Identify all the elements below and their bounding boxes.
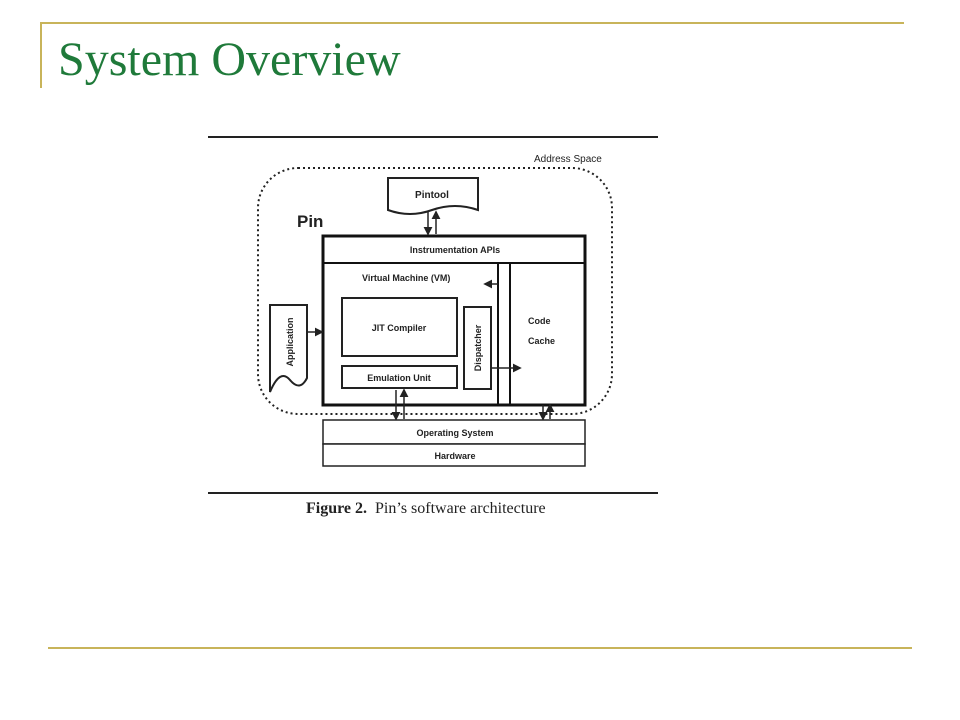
slide-title: System Overview — [58, 33, 401, 86]
vm-label: Virtual Machine (VM) — [362, 273, 450, 283]
instrumentation-apis-label: Instrumentation APIs — [410, 245, 500, 255]
os-box — [322, 419, 586, 445]
address-space-label: Address Space — [534, 154, 602, 165]
jit-compiler-label: JIT Compiler — [372, 323, 427, 333]
dispatcher-box — [463, 306, 492, 390]
top-rule — [40, 22, 904, 24]
os-label: Operating System — [416, 428, 493, 438]
figure-caption: Figure 2. Pin’s software architecture — [306, 500, 546, 518]
bottom-rule — [48, 647, 912, 649]
hardware-box — [322, 443, 586, 467]
hardware-label: Hardware — [434, 451, 475, 461]
caption-text: Pin’s software architecture — [375, 500, 546, 517]
address-space-boundary — [257, 167, 613, 415]
cache-label: Cache — [528, 336, 555, 346]
application-label: Application — [285, 318, 295, 367]
code-label: Code — [528, 316, 551, 326]
emulation-unit-box — [341, 365, 458, 389]
application-shape — [269, 304, 308, 393]
jit-compiler-box — [341, 297, 458, 357]
pintool-shape — [387, 177, 479, 215]
emulation-unit-label: Emulation Unit — [367, 373, 431, 383]
dispatcher-label: Dispatcher — [473, 324, 483, 371]
pin-label: Pin — [297, 212, 323, 231]
left-rule — [40, 22, 42, 88]
caption-prefix: Figure 2. — [306, 500, 368, 517]
pintool-label: Pintool — [415, 190, 449, 201]
